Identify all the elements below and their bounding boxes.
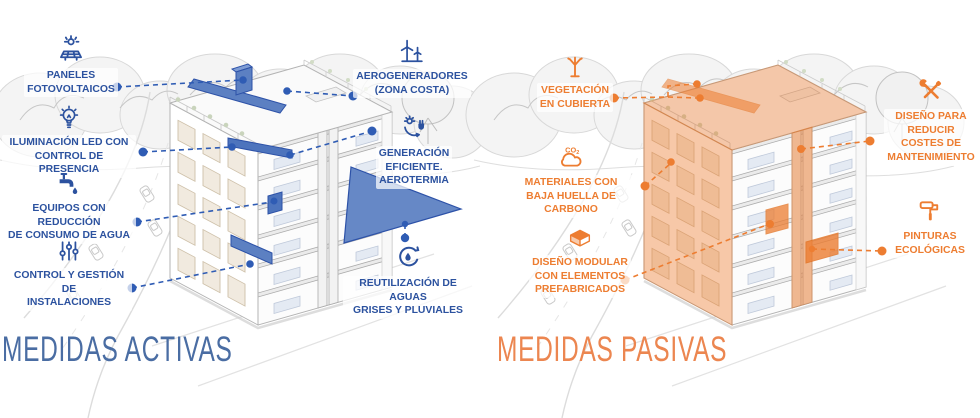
label-text: MATERIALES CON BAJA HUELLA DE CARBONO [502, 175, 640, 219]
title-medidas-activas: MEDIDAS ACTIVAS [2, 330, 233, 369]
label-control-gestion: CONTROL Y GESTIÓN DE INSTALACIONES [6, 237, 132, 312]
label-text: EQUIPOS CON REDUCCIÓN DE CONSUMO DE AGUA [2, 201, 136, 245]
wind-turbine-icon [400, 39, 423, 63]
facade-highlight [643, 101, 733, 327]
label-reutilizacion-aguas: REUTILIZACIÓN DE AGUAS GRISES Y PLUVIALE… [343, 241, 473, 320]
passive-highlights [642, 64, 868, 327]
paint-roller-icon [919, 201, 939, 221]
scene-pasivas [465, 53, 965, 418]
label-text: PANELES FOTOVOLTAICOS [24, 68, 118, 98]
led-bulb-icon [59, 105, 79, 129]
label-text: DISEÑO PARA REDUCIR COSTES DE MANTENIMIE… [884, 109, 978, 166]
sun-plug-icon [403, 115, 424, 138]
tree-icon [567, 56, 583, 78]
active-highlights [187, 63, 463, 265]
paint-highlight [805, 232, 839, 264]
label-vegetacion-cubierta: VEGETACIÓN EN CUBIERTA [528, 50, 622, 113]
solar-panel-icon [60, 35, 82, 61]
label-text: ILUMINACIÓN LED CON CONTROL DE PRESENCIA [2, 135, 136, 179]
passive-connectors [613, 83, 883, 281]
sliders-icon [59, 241, 79, 261]
svg-text:CO2: CO2 [565, 146, 579, 156]
solar-panel-highlight [187, 78, 287, 114]
label-text: PINTURAS ECOLÓGICAS [892, 229, 968, 259]
label-paneles-fotovoltaicos: PANELES FOTOVOLTAICOS [16, 34, 126, 98]
label-text: VEGETACIÓN EN CUBIERTA [536, 83, 614, 113]
label-pinturas-ecologicas: PINTURAS ECOLÓGICAS [884, 196, 976, 259]
label-aerogeneradores: AEROGENERADORES (ZONA COSTA) [352, 36, 472, 99]
shaft-highlight [791, 126, 813, 309]
label-iluminacion-led: ILUMINACIÓN LED CON CONTROL DE PRESENCIA [2, 104, 136, 179]
faucet-icon [59, 173, 78, 194]
label-text: GENERACIÓN EFICIENTE. AEROTERMIA [375, 146, 453, 190]
co2-cloud-icon: CO2 [561, 146, 582, 167]
label-text: REUTILIZACIÓN DE AGUAS GRISES Y PLUVIALE… [343, 276, 473, 320]
scene-activas [0, 53, 491, 418]
label-diseno-modular: DISEÑO MODULAR CON ELEMENTOS PREFABRICAD… [524, 224, 636, 299]
label-materiales-carbono: CO2 MATERIALES CON BAJA HUELLA DE CARBON… [502, 142, 640, 219]
water-recycle-icon [399, 246, 420, 267]
label-generacion-eficiente: GENERACIÓN EFICIENTE. AEROTERMIA [368, 113, 460, 190]
label-text: CONTROL Y GESTIÓN DE INSTALACIONES [6, 268, 132, 312]
module-box-icon [569, 229, 591, 247]
label-text: DISEÑO MODULAR CON ELEMENTOS PREFABRICAD… [529, 255, 631, 299]
tools-icon [919, 79, 942, 99]
lower-panel-highlight [230, 234, 273, 265]
label-diseno-mantenimiento: DISEÑO PARA REDUCIR COSTES DE MANTENIMIE… [884, 76, 978, 166]
label-text: AEROGENERADORES (ZONA COSTA) [353, 69, 471, 99]
label-equipos-agua: EQUIPOS CON REDUCCIÓN DE CONSUMO DE AGUA [2, 168, 136, 245]
title-medidas-pasivas: MEDIDAS PASIVAS [497, 330, 728, 369]
roof-strip-highlight [661, 78, 761, 114]
